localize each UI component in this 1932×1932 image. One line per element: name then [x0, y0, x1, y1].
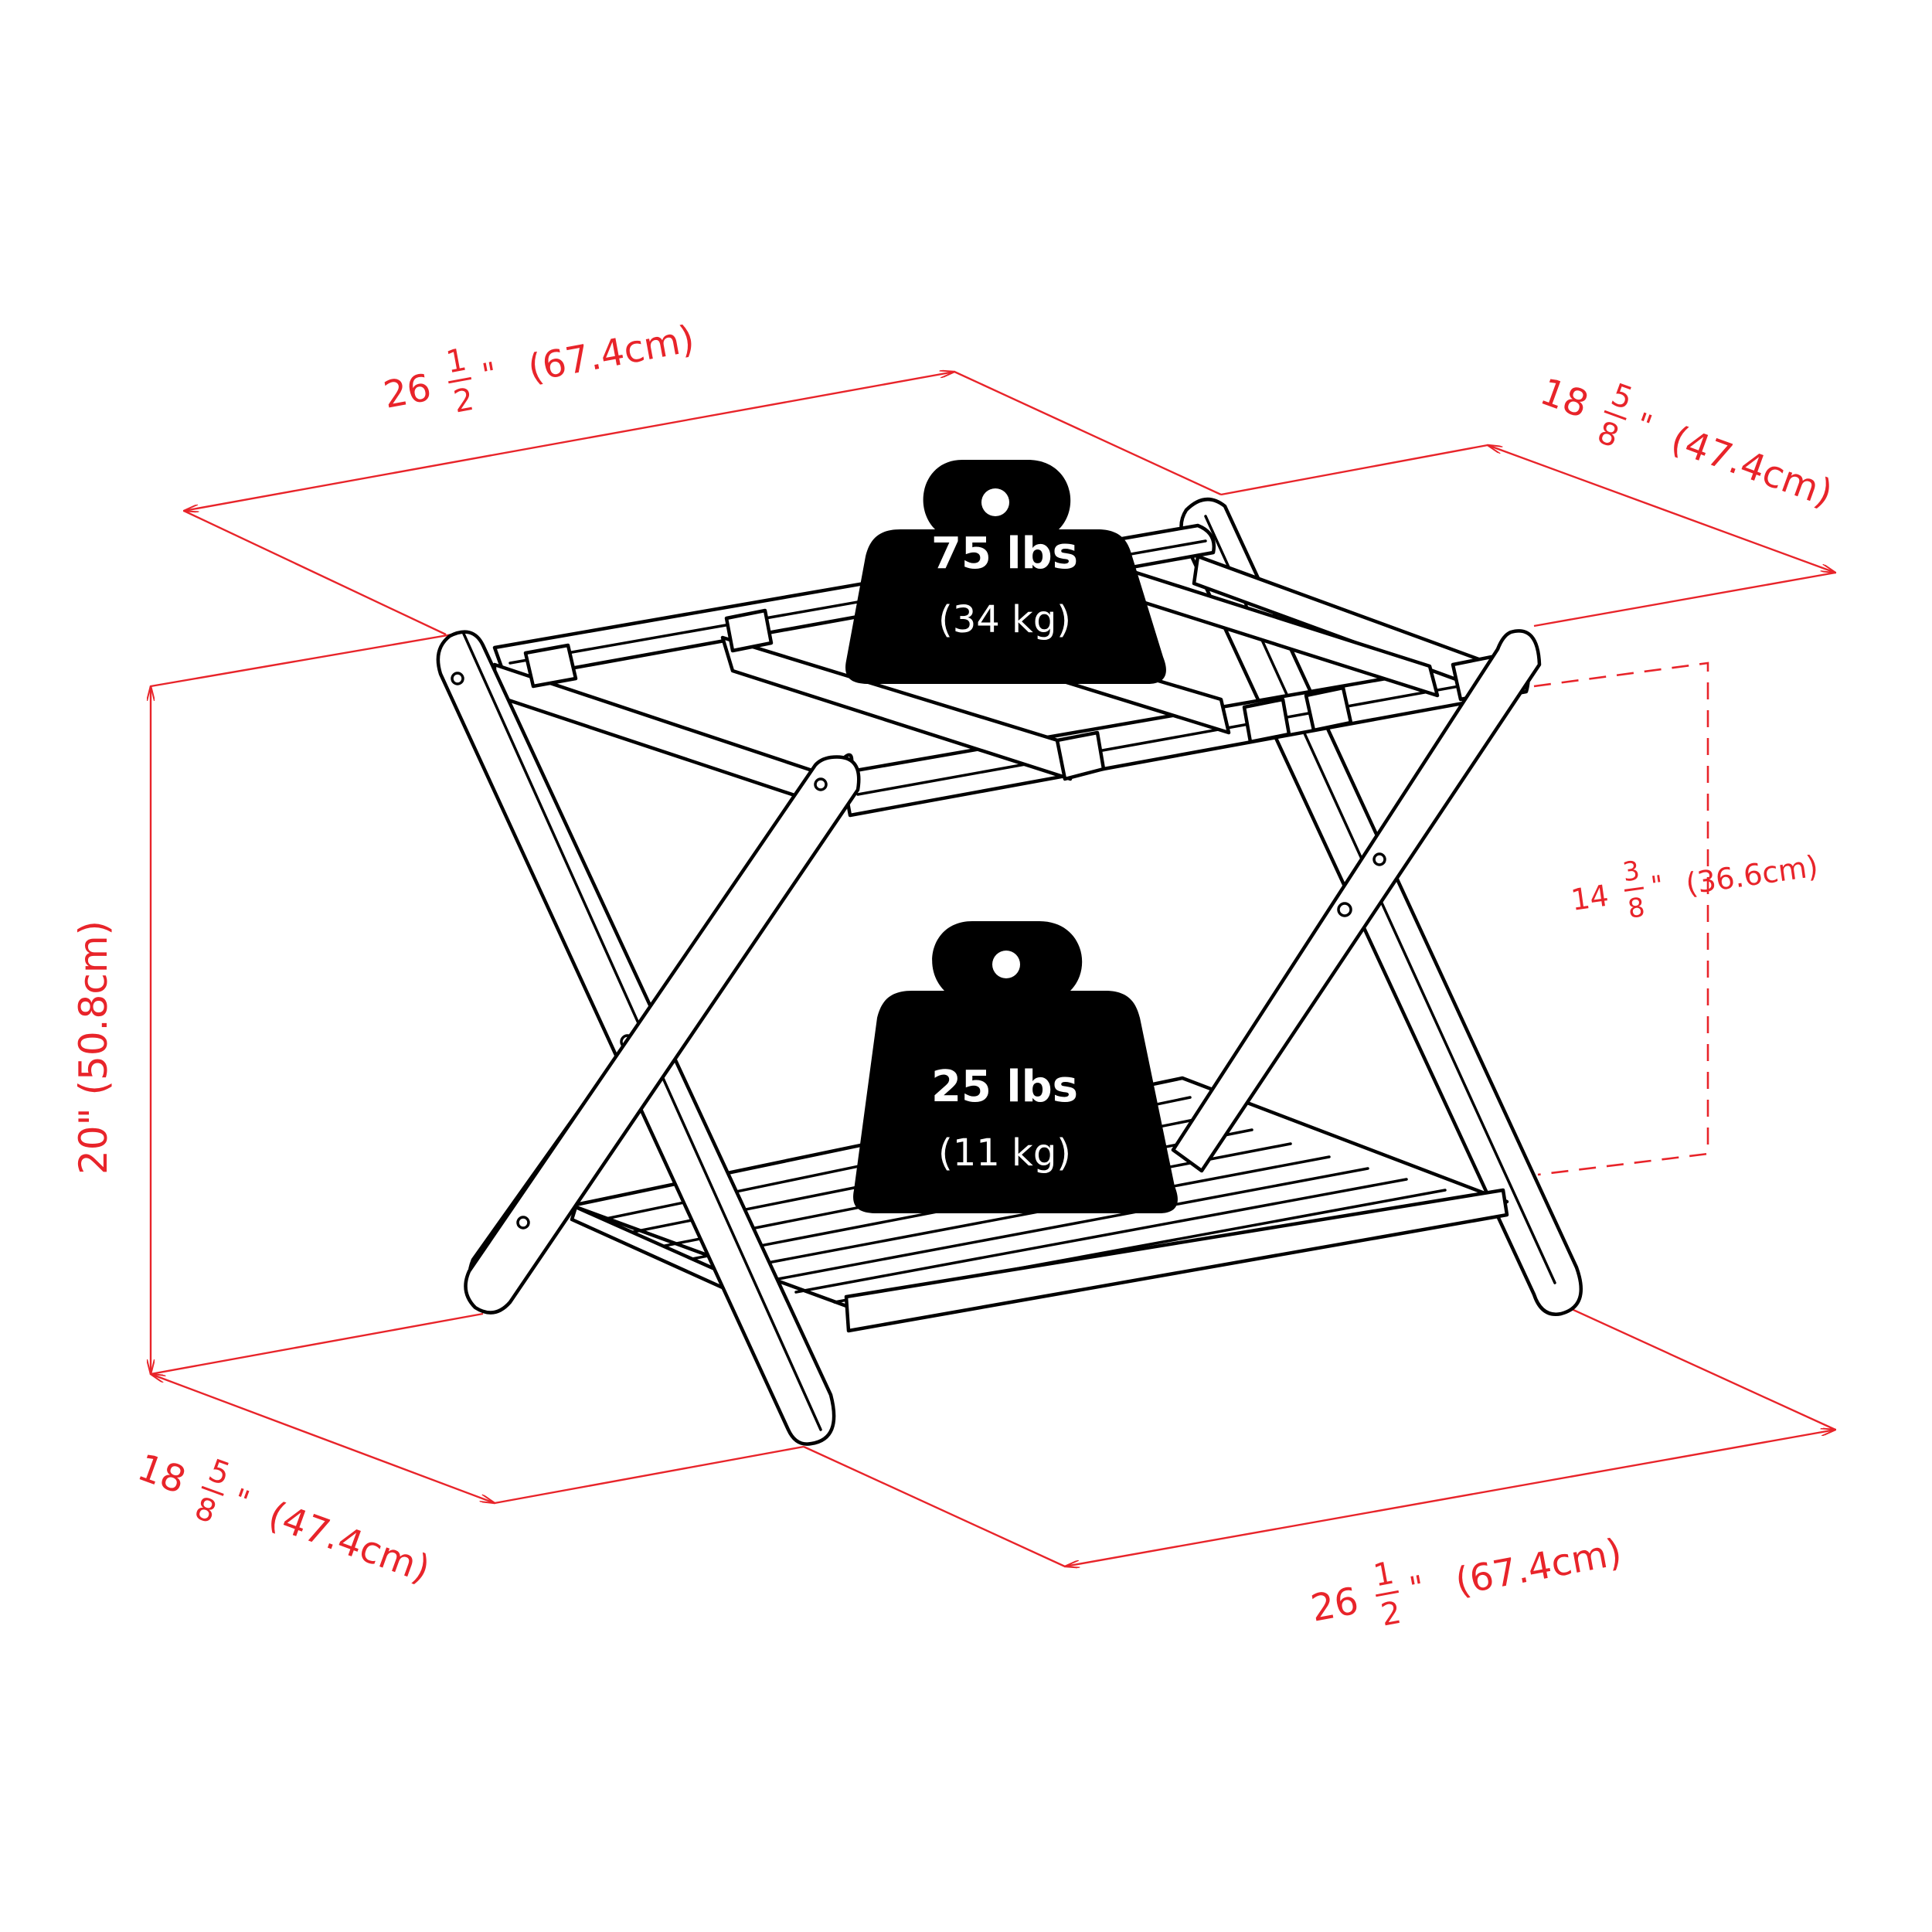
dim-metric: (67.4cm)	[1452, 1530, 1625, 1604]
dim-numerator: 5	[1607, 377, 1638, 417]
dim-metric: (67.4cm)	[525, 317, 698, 390]
dim-whole: 26	[1308, 1580, 1362, 1631]
dim-whole: 14	[1569, 879, 1611, 917]
extension-line	[1220, 444, 1488, 496]
leg-front-right	[1171, 629, 1542, 1173]
dim-unit: "	[1406, 1570, 1427, 1607]
extension-line	[954, 370, 1222, 496]
fraction-bar	[448, 376, 472, 384]
top-weight-lbs: 75 lbs	[931, 529, 1078, 579]
weight-icon	[845, 460, 1166, 684]
dim-denominator: 8	[190, 1491, 221, 1531]
height-label: 20" (50.8cm)	[71, 920, 116, 1175]
top-width-dimension-line	[184, 372, 954, 511]
extension-line	[803, 1445, 1066, 1568]
bottom-weight-kg: (11 kg)	[938, 1131, 1071, 1175]
dim-unit: "	[1649, 870, 1665, 903]
dim-denominator: 8	[1626, 892, 1647, 925]
dim-numerator: 5	[204, 1453, 235, 1493]
bottom-weight-badge: 25 lbs (11 kg)	[853, 921, 1178, 1213]
extension-line	[183, 509, 447, 636]
bottom-weight-lbs: 25 lbs	[931, 1062, 1078, 1112]
top-width-label: 26 1 2 " (67.4cm)	[380, 317, 698, 420]
dim-unit: "	[1631, 406, 1656, 445]
extension-line	[1564, 1304, 1836, 1431]
dim-whole: 26	[380, 366, 434, 417]
fraction-bar	[1604, 410, 1627, 420]
dim-whole: 18	[132, 1446, 192, 1503]
top-depth-label: 18 5 8 " (47.4cm)	[1535, 370, 1838, 516]
dim-numerator: 3	[1621, 855, 1641, 889]
dim-numerator: 1	[444, 342, 469, 381]
leg-left-short	[464, 755, 861, 1315]
dimension-lines	[151, 372, 1835, 1566]
bottom-depth-dimension-line	[151, 1374, 495, 1503]
dim-whole: 18	[1535, 370, 1594, 427]
fraction-bar	[1624, 886, 1645, 892]
dim-numerator: 1	[1371, 1556, 1396, 1594]
extension-line	[150, 1312, 484, 1376]
extension-line	[150, 633, 453, 688]
top-depth-dimension-line	[1488, 445, 1835, 573]
bottom-depth-label: 18 5 8 " (47.4cm)	[132, 1446, 436, 1592]
dim-metric: (47.4cm)	[1665, 417, 1838, 515]
dim-unit: "	[479, 356, 499, 394]
dim-metric: (36.6cm)	[1684, 849, 1821, 902]
fraction-bar	[1376, 1590, 1400, 1597]
bottom-width-label: 26 1 2 " (67.4cm)	[1308, 1530, 1625, 1634]
dim-denominator: 2	[1378, 1595, 1403, 1634]
top-weight-badge: 75 lbs (34 kg)	[845, 460, 1166, 684]
shelf-gap-dashed-line	[1533, 662, 1709, 1176]
extension-line	[1533, 571, 1836, 628]
dim-unit: "	[228, 1482, 253, 1521]
fraction-bar	[201, 1485, 224, 1496]
dim-height-text: 20" (50.8cm)	[71, 920, 116, 1175]
dim-denominator: 8	[1593, 415, 1624, 455]
top-frame	[492, 523, 1530, 818]
dim-metric: (47.4cm)	[263, 1493, 436, 1591]
bottom-width-dimension-line	[1065, 1430, 1835, 1566]
top-weight-kg: (34 kg)	[938, 598, 1071, 641]
weight-icon	[853, 921, 1178, 1213]
extension-line	[494, 1445, 804, 1505]
shelf-gap-label: 14 3 8 " (36.6cm)	[1569, 849, 1821, 925]
dim-denominator: 2	[451, 382, 476, 420]
